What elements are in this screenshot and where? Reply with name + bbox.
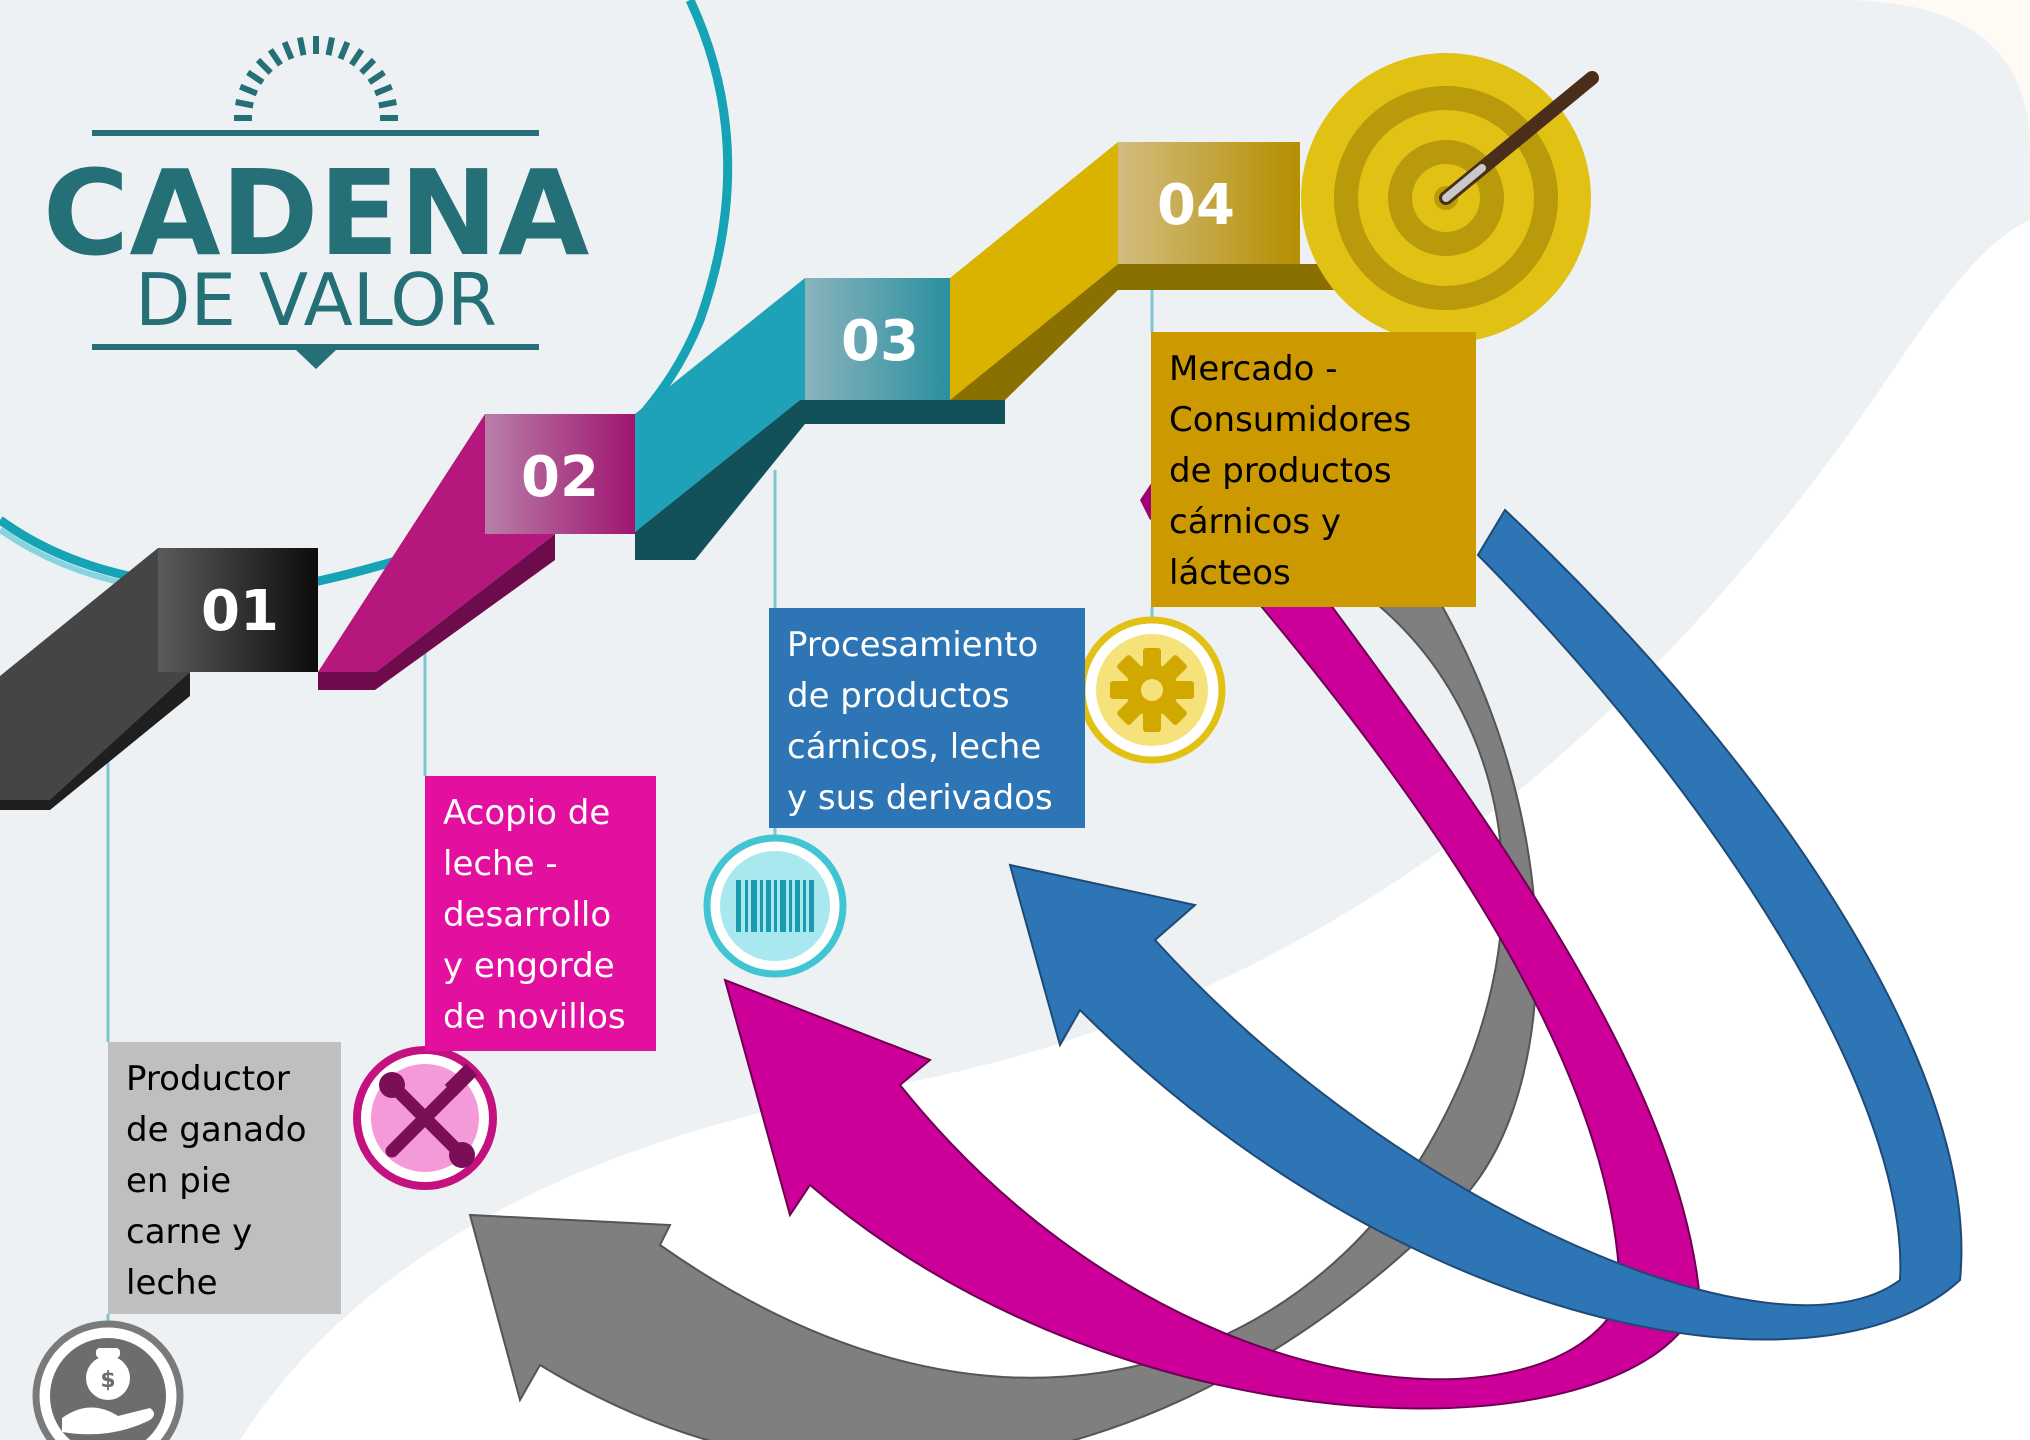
step-02-plate xyxy=(485,414,635,534)
sunrise-ray xyxy=(373,83,393,97)
step-01-line: en pie xyxy=(126,1161,232,1201)
sunrise-ray xyxy=(235,99,254,109)
sunrise-ray xyxy=(367,69,386,85)
step-01-label: Productor de ganado en pie carne y leche xyxy=(108,1042,341,1314)
staircase: 01 02 03 04 xyxy=(0,142,1340,810)
step-02-line: Acopio de xyxy=(443,793,611,833)
step-03-line: Procesamiento xyxy=(787,625,1039,665)
step-04-number: 04 xyxy=(1157,173,1235,238)
blue-arrow xyxy=(1008,508,1963,1341)
step-03-label: Procesamiento de productos cárnicos, lec… xyxy=(769,608,1085,828)
step-02-label: Acopio de leche - desarrollo y engorde d… xyxy=(425,776,656,1051)
sunrise-ray xyxy=(359,57,377,75)
step-01-line: de ganado xyxy=(126,1110,307,1150)
tools-icon xyxy=(353,1046,497,1190)
sunrise-ray xyxy=(281,41,295,61)
step-04-line: cárnicos y xyxy=(1169,502,1342,542)
step-01-line: Productor xyxy=(126,1059,290,1099)
logo-title: CADENA xyxy=(43,144,590,282)
step-01-line: carne y xyxy=(126,1212,253,1252)
step-02-number: 02 xyxy=(521,445,599,510)
sunrise-icon xyxy=(234,36,398,121)
sunrise-ray xyxy=(255,57,273,75)
logo-pointer xyxy=(296,350,336,369)
logo-emblem: CADENA DE VALOR xyxy=(43,36,590,369)
logo-rule-bottom xyxy=(92,344,539,350)
step-04-line: Mercado - xyxy=(1169,349,1338,389)
sunrise-ray xyxy=(239,83,259,97)
sunrise-ray xyxy=(297,37,307,56)
logo-subtitle: DE VALOR xyxy=(135,258,497,342)
sunrise-ray xyxy=(378,99,397,109)
step-03-plate xyxy=(805,278,950,400)
step-03-line: cárnicos, leche xyxy=(787,727,1042,767)
background-swoosh xyxy=(240,220,2030,1440)
target-icon xyxy=(1301,53,1599,343)
step-03-line: de productos xyxy=(787,676,1010,716)
step-04-line: Consumidores xyxy=(1169,400,1412,440)
step-04-ribbon-side xyxy=(950,264,1340,400)
logo-rule-top xyxy=(92,130,539,136)
step-03-line: y sus derivados xyxy=(787,778,1053,818)
sunrise-ray xyxy=(246,69,265,85)
gray-arrow xyxy=(468,583,1538,1440)
step-01-number: 01 xyxy=(201,579,279,644)
step-04-plate xyxy=(1118,142,1300,264)
step-03-number: 03 xyxy=(841,309,919,374)
barcode-icon xyxy=(703,834,847,978)
gear-icon xyxy=(1078,616,1226,764)
step-04-label: Mercado - Consumidores de productos cárn… xyxy=(1151,332,1476,607)
step-02-line: leche - xyxy=(443,844,558,884)
step-04-line: lácteos xyxy=(1169,553,1291,593)
sunrise-ray xyxy=(349,48,365,67)
magenta-arrow xyxy=(723,583,1702,1410)
step-02-line: y engorde xyxy=(443,946,615,986)
sunrise-ray xyxy=(325,37,335,56)
sunrise-ray xyxy=(267,48,283,67)
step-03-ribbon-side xyxy=(635,400,1005,560)
sunrise-ray xyxy=(337,41,351,61)
step-01-line: leche xyxy=(126,1263,218,1303)
step-01-plate xyxy=(158,548,318,672)
svg-text:$: $ xyxy=(100,1368,115,1393)
step-02-line: desarrollo xyxy=(443,895,612,935)
step-02-line: de novillos xyxy=(443,997,626,1037)
step-04-line: de productos xyxy=(1169,451,1392,491)
step-02-ribbon-side xyxy=(318,534,555,690)
money-bag-hand-icon: $ xyxy=(32,1320,184,1440)
